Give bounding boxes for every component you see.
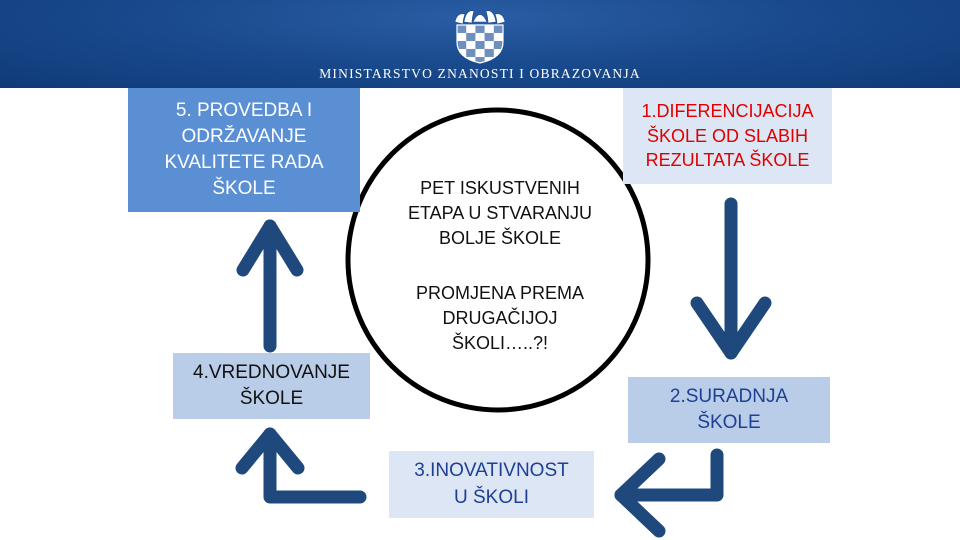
center-circle [345,107,651,413]
stage-box-4: 4.VREDNOVANJE ŠKOLE [173,353,370,419]
croatian-coat-of-arms-icon [454,10,506,64]
stage-box-3: 3.INOVATIVNOST U ŠKOLI [389,451,594,518]
arrow-up-icon [236,219,304,353]
header-banner: MINISTARSTVO ZNANOSTI I OBRAZOVANJA [0,0,960,88]
stage-box-5: 5. PROVEDBA I ODRŽAVANJE KVALITETE RADA … [128,88,360,212]
arrow-down-icon [690,197,772,360]
arrow-elbow-up-icon [235,427,367,504]
center-subtitle: PROMJENA PREMA DRUGAČIJOJ ŠKOLI…..?! [415,283,585,354]
center-title: PET ISKUSTVENIH ETAPA U STVARANJU BOLJE … [407,178,593,249]
arrow-elbow-left-icon [614,448,724,538]
ministry-name: MINISTARSTVO ZNANOSTI I OBRAZOVANJA [319,66,641,81]
stage-box-2: 2.SURADNJA ŠKOLE [628,377,830,443]
stage-box-1: 1.DIFERENCIJACIJA ŠKOLE OD SLABIH REZULT… [623,88,832,184]
